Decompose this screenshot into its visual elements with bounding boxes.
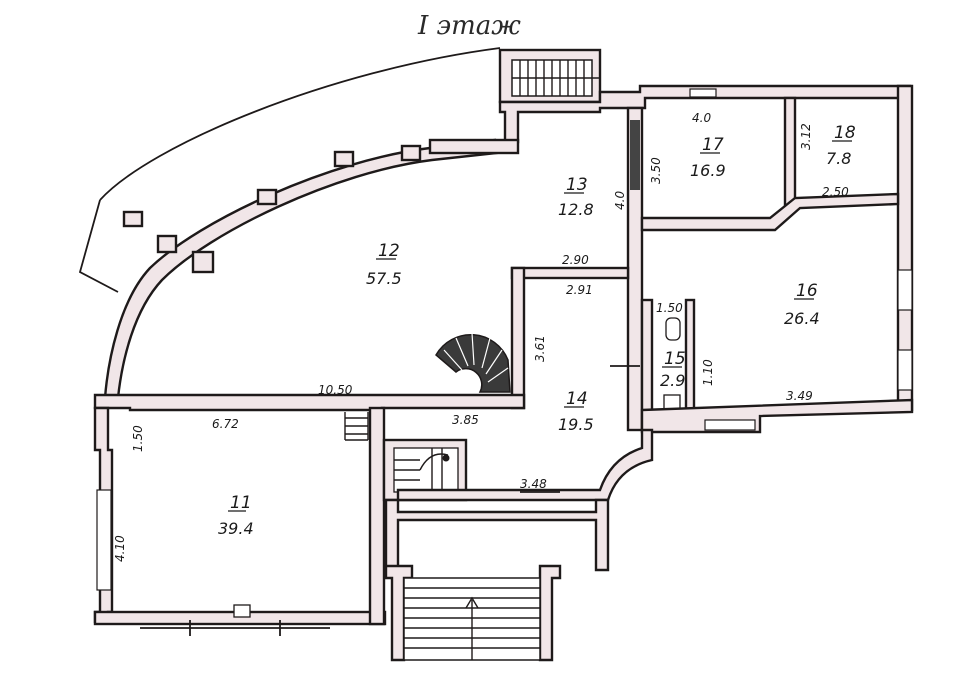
room-18: 18 7.8 (826, 123, 856, 168)
room-13-area: 12.8 (558, 200, 594, 219)
dim-label: 3.61 (533, 335, 547, 362)
room-17-area: 16.9 (690, 161, 726, 180)
room-14-area: 19.5 (558, 415, 594, 434)
entrance-stair (384, 564, 562, 662)
room-12-number: 12 (378, 241, 400, 261)
dim-label: 4.10 (113, 535, 127, 562)
pillar (400, 144, 422, 162)
pillar (191, 250, 215, 274)
room-16: 16 26.4 (784, 281, 820, 328)
dim-label: 3.48 (520, 477, 547, 491)
room-12: 12 57.5 (366, 241, 402, 288)
dim-label: 3.85 (452, 413, 479, 427)
bottom-dim-line (140, 620, 330, 636)
partition-17-16 (640, 192, 900, 232)
pillar (256, 188, 278, 206)
dim-label: 10.50 (318, 383, 353, 397)
partition-15-wall (684, 298, 696, 420)
room-14: 14 19.5 (558, 389, 594, 434)
partition-13-14 (510, 266, 630, 280)
small-stair (344, 412, 369, 441)
room-13-number: 13 (566, 175, 588, 195)
vestibule-walls (384, 498, 610, 572)
bottom-wall-16 (640, 398, 914, 434)
dim-label: 2.50 (822, 185, 849, 199)
partition-12-14 (510, 266, 526, 410)
room-16-number: 16 (796, 281, 818, 301)
dim-label: 4.0 (692, 111, 711, 125)
room-18-area: 7.8 (826, 149, 851, 168)
dim-label: 2.91 (566, 283, 593, 297)
room-18-number: 18 (834, 123, 856, 143)
room-15-area: 2.9 (660, 371, 685, 390)
dim-label: 3.12 (799, 123, 813, 150)
room-16-area: 26.4 (784, 309, 820, 328)
curved-wall (103, 138, 499, 400)
room-11-number: 11 (230, 493, 252, 513)
dim-label: 6.72 (212, 417, 239, 431)
room-12-area: 57.5 (366, 269, 402, 288)
room-14-number: 14 (566, 389, 588, 409)
dim-label: 1.10 (701, 359, 715, 386)
spiral-stair (435, 332, 511, 393)
dim-label: 1.50 (656, 301, 683, 315)
pillar (122, 210, 144, 228)
room-15: 15 2.9 (660, 349, 686, 390)
wall-segment (428, 138, 520, 155)
dim-label: 1.50 (131, 425, 145, 452)
room-13: 13 12.8 (558, 175, 594, 219)
hatched-column (630, 120, 640, 190)
bay-outline (78, 199, 119, 293)
room-11: 11 39.4 (218, 493, 254, 538)
room-15-number: 15 (664, 349, 686, 369)
pillar (156, 234, 178, 254)
floor-title: I этаж (417, 11, 521, 41)
room-17: 17 16.9 (690, 135, 726, 180)
outer-arc-line (99, 47, 501, 201)
right-wall-11 (368, 406, 386, 626)
dim-label: 3.49 (786, 389, 813, 403)
middle-wall (93, 393, 526, 412)
dim-label: 3.50 (649, 157, 663, 184)
room-17-number: 17 (702, 135, 724, 155)
room-11-area: 39.4 (218, 519, 254, 538)
dim-label: 4.0 (613, 191, 627, 210)
partition-17-18 (783, 96, 797, 208)
top-wall (498, 84, 912, 144)
dim-lines (520, 365, 640, 493)
pillar (333, 150, 355, 168)
dim-label: 2.90 (562, 253, 589, 267)
